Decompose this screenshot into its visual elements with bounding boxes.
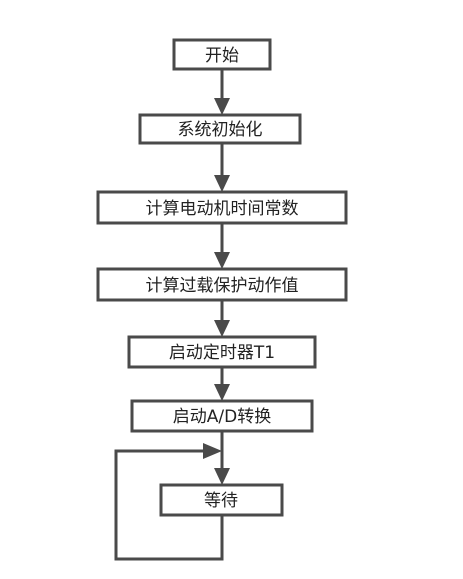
node-start-ad-label: 启动A/D转换: [173, 407, 271, 427]
edge-wait-loop-line: [114, 449, 224, 561]
node-start: 开始: [172, 38, 272, 71]
arrow-head-icon: [214, 175, 230, 192]
node-calc-overload-box: [96, 267, 348, 302]
edge-calc-overload-to-start-timer: [214, 300, 230, 337]
arrow-head-icon: [203, 443, 222, 459]
node-calc-overload: 计算过载保护动作值: [96, 267, 348, 302]
edge-start-ad-to-wait: [214, 431, 230, 485]
node-wait-label: 等待: [204, 491, 238, 511]
node-calc-time-const: 计算电动机时间常数: [96, 190, 348, 225]
node-calc-overload-label: 计算过载保护动作值: [146, 276, 299, 296]
arrow-head-icon: [214, 468, 230, 485]
edge-init-to-calc-time-const: [214, 143, 230, 192]
node-init: 系统初始化: [138, 113, 302, 145]
node-init-box: [138, 113, 302, 145]
node-init-label: 系统初始化: [178, 120, 263, 140]
node-start-timer: 启动定时器T1: [127, 335, 317, 369]
edge-wait-loop: [114, 443, 224, 561]
arrow-head-icon: [214, 252, 230, 269]
edge-calc-time-const-to-calc-overload: [214, 223, 230, 269]
arrow-head-icon: [214, 320, 230, 337]
edge-start-timer-to-start-ad: [214, 367, 230, 401]
arrow-head-icon: [214, 384, 230, 401]
node-wait: 等待: [159, 483, 284, 517]
node-start-label: 开始: [205, 46, 239, 66]
node-start-ad: 启动A/D转换: [130, 399, 314, 433]
node-start-ad-box: [130, 399, 314, 433]
node-start-timer-label: 启动定时器T1: [169, 343, 275, 363]
node-calc-time-const-label: 计算电动机时间常数: [146, 199, 299, 219]
edge-start-to-init: [214, 69, 230, 115]
arrow-head-icon: [214, 98, 230, 115]
